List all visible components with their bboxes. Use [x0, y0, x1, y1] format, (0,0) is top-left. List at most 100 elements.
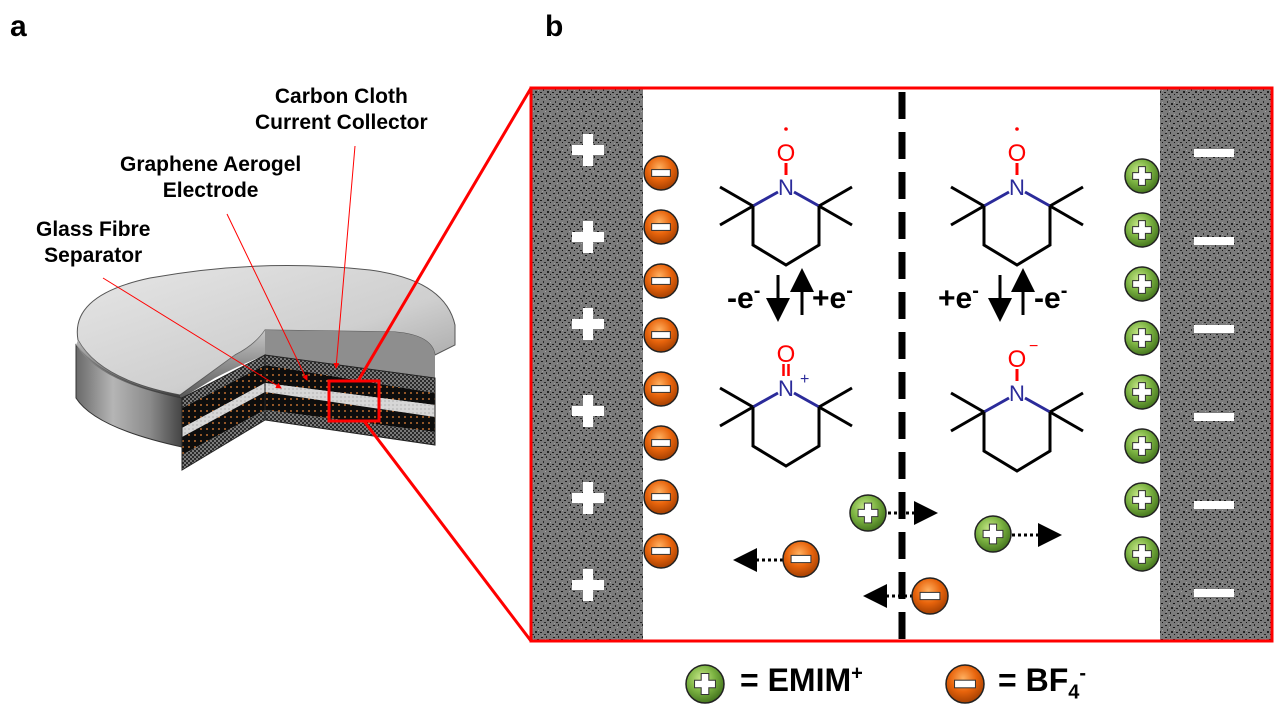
rxn-text: -e — [727, 282, 754, 315]
nitrogen-atom-label: N — [1009, 175, 1025, 200]
callout-graphene-aerogel: Graphene Aerogel Electrode — [120, 152, 301, 204]
oxygen-atom-label: O — [777, 341, 796, 368]
positive-charge-icon — [572, 482, 604, 514]
cutaway-layers-left — [181, 354, 266, 471]
plus-glyph-icon — [694, 673, 716, 695]
positive-charge-icon — [572, 221, 604, 253]
minus-glyph-icon — [651, 493, 671, 501]
plus-glyph-icon — [857, 502, 879, 524]
plus-glyph-icon — [1132, 220, 1152, 240]
minus-glyph-icon — [790, 554, 812, 564]
rxn-sup: - — [846, 280, 853, 302]
legend-cation-ball — [685, 664, 725, 704]
minus-glyph-icon — [954, 679, 976, 689]
minus-glyph-icon — [651, 547, 671, 555]
negative-charge-icon — [1194, 325, 1234, 333]
minus-glyph-icon — [651, 169, 671, 177]
negative-charge-icon — [1194, 589, 1234, 597]
reaction-label-left-reduction: +e- — [812, 280, 853, 316]
legend-anion-ball — [945, 664, 985, 704]
adsorbed-cation-emim — [1124, 212, 1160, 248]
adsorbed-cation-emim — [1124, 158, 1160, 194]
panel-a-label: a — [10, 10, 27, 43]
positive-charge-label: + — [800, 371, 809, 388]
adsorbed-anion-bf4 — [643, 479, 679, 515]
plus-glyph-icon — [1132, 382, 1152, 402]
legend-balls — [685, 664, 985, 704]
zoom-highlight-box — [327, 379, 381, 423]
rxn-sup: - — [972, 280, 979, 302]
mobile-cation-emim — [974, 515, 1012, 553]
positive-charge-icon — [572, 134, 604, 166]
adsorbed-anion-bf4 — [643, 263, 679, 299]
magnify-line-top — [356, 87, 533, 382]
minus-glyph-icon — [651, 385, 671, 393]
callout-carbon-cloth: Carbon Cloth Current Collector — [255, 84, 428, 136]
reaction-label-right-oxidation: -e- — [1034, 280, 1067, 316]
reaction-arrows — [766, 268, 1035, 322]
oxoammonium-cation: NO+ — [719, 341, 853, 468]
negative-charge-icon — [1194, 237, 1234, 245]
minus-glyph-icon — [651, 331, 671, 339]
adsorbed-anion-bf4 — [643, 425, 679, 461]
minus-glyph-icon — [651, 277, 671, 285]
callout-line: Carbon Cloth — [274, 85, 408, 108]
rxn-text: +e — [812, 282, 847, 315]
nitrogen-atom-label: N — [778, 376, 794, 401]
mobile-anion-bf4 — [911, 577, 949, 615]
leader-glass-fibre — [102, 277, 282, 389]
positive-charge-icon — [572, 569, 604, 601]
minus-glyph-icon — [651, 223, 671, 231]
plus-glyph-icon — [982, 523, 1004, 545]
callout-line: Separator — [44, 244, 143, 267]
callout-line: Electrode — [162, 179, 259, 202]
legend-text: = EMIM — [740, 662, 852, 698]
nitrogen-atom-label: N — [778, 175, 794, 200]
leader-carbon-cloth — [333, 145, 356, 369]
legend-text: = BF — [998, 662, 1069, 698]
oxygen-atom-label: O — [777, 140, 796, 167]
tempo-radical-right: NO — [950, 127, 1084, 267]
positive-charge-icon — [572, 308, 604, 340]
oxygen-atom-label: O — [1008, 140, 1027, 167]
rxn-text: +e — [938, 282, 973, 315]
plus-glyph-icon — [1132, 490, 1152, 510]
callout-glass-fibre: Glass Fibre Separator — [36, 217, 150, 269]
callout-line: Glass Fibre — [36, 218, 151, 241]
electrode-signs — [572, 134, 1234, 601]
rxn-text: -e — [1034, 282, 1061, 315]
adsorbed-anion-bf4 — [643, 209, 679, 245]
nitrogen-atom-label: N — [1009, 381, 1025, 406]
leader-graphene-aerogel — [226, 213, 308, 381]
mobile-anion-bf4 — [782, 540, 820, 578]
adsorbed-cation-emim — [1124, 266, 1160, 302]
legend-sub: 4 — [1068, 681, 1080, 704]
negative-charge-icon — [1194, 501, 1234, 509]
adsorbed-ions — [643, 155, 1160, 572]
rxn-sup: - — [753, 280, 761, 302]
aminoxyl-anion: NO− — [950, 338, 1084, 473]
adsorbed-anion-bf4 — [643, 155, 679, 191]
tempo-radical-left: NO — [719, 127, 853, 267]
magnify-line-bottom — [362, 420, 533, 642]
adsorbed-cation-emim — [1124, 320, 1160, 356]
legend-sup: - — [1079, 662, 1087, 685]
panel-b-frame — [529, 86, 1274, 643]
plus-glyph-icon — [1132, 166, 1152, 186]
adsorbed-cation-emim — [1124, 482, 1160, 518]
radical-dot — [1015, 127, 1019, 131]
negative-charge-icon — [1194, 149, 1234, 157]
adsorbed-cation-emim — [1124, 428, 1160, 464]
positive-charge-icon — [572, 395, 604, 427]
mobile-ion-balls — [782, 494, 1012, 615]
plus-glyph-icon — [1132, 544, 1152, 564]
mobile-ions — [733, 501, 1062, 608]
right-electrode — [1160, 89, 1271, 640]
adsorbed-anion-bf4 — [643, 533, 679, 569]
mobile-cation-emim — [849, 494, 887, 532]
legend-anion-label: = BF4- — [998, 662, 1086, 704]
plus-glyph-icon — [1132, 274, 1152, 294]
plus-glyph-icon — [1132, 436, 1152, 456]
